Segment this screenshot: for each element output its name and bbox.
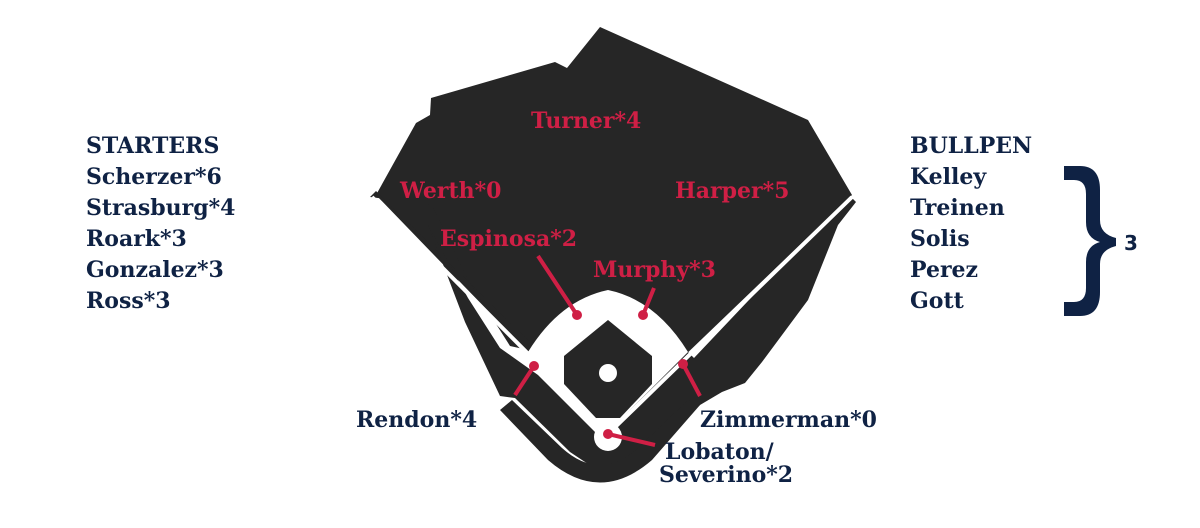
second-base-label: Murphy*3 [593, 257, 716, 283]
starter-item: Roark*3 [86, 226, 187, 252]
outfield-grass [376, 27, 852, 432]
catcher-pointer [607, 432, 656, 447]
left-field-label: Werth*0 [400, 178, 502, 204]
first-base-label: Zimmerman*0 [700, 407, 877, 433]
bullpen-list: BULLPEN Kelley Treinen Solis Perez Gott [910, 131, 1032, 317]
left-foul-territory-lower [428, 225, 600, 472]
right-field-label: Harper*5 [675, 178, 790, 204]
third-base-pointer [513, 364, 536, 397]
first-base-marker [678, 359, 688, 369]
bullpen-item: Treinen [910, 195, 1005, 221]
shortstop-pointer [536, 254, 579, 317]
starter-item: Strasburg*4 [86, 195, 236, 221]
second-base-marker [638, 310, 648, 320]
third-base-marker [529, 361, 539, 371]
bullpen-item: Kelley [910, 164, 987, 190]
shortstop-marker [572, 310, 582, 320]
catcher-label-line2: Severino*2 [659, 462, 794, 488]
bullpen-brace-icon [1064, 166, 1116, 316]
bullpen-title: BULLPEN [910, 133, 1033, 159]
bullpen-item: Perez [910, 257, 979, 283]
bullpen-count: 3 [1124, 231, 1138, 255]
third-base-label: Rendon*4 [356, 407, 478, 433]
center-field-label: Turner*4 [531, 108, 642, 134]
starter-item: Gonzalez*3 [86, 257, 224, 283]
left-foul-line [370, 195, 610, 436]
catcher-marker [603, 429, 613, 439]
bullpen-item: Solis [910, 226, 970, 252]
right-foul-line [606, 195, 854, 436]
home-plate-area-dirt [500, 400, 700, 483]
bullpen-item: Gott [910, 288, 964, 314]
starter-item: Scherzer*6 [86, 164, 222, 190]
starters-list: STARTERS Scherzer*6 Strasburg*4 Roark*3 … [86, 131, 235, 317]
right-foul-territory [600, 192, 856, 478]
catcher-label-line1: Lobaton/ [665, 439, 774, 465]
starters-title: STARTERS [86, 133, 220, 159]
first-base-pointer [681, 363, 702, 397]
pitchers-mound [599, 364, 617, 382]
starter-item: Ross*3 [86, 288, 171, 314]
shortstop-label: Espinosa*2 [440, 226, 578, 252]
